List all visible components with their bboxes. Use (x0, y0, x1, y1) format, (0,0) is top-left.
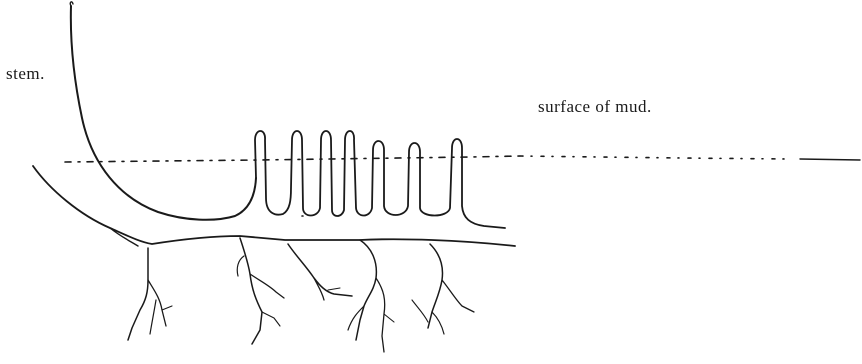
stem (70, 2, 256, 220)
rhizome (255, 131, 505, 228)
roots (33, 166, 515, 352)
stem-label: stem. (6, 64, 45, 84)
mud-surface-label: surface of mud. (538, 97, 652, 117)
